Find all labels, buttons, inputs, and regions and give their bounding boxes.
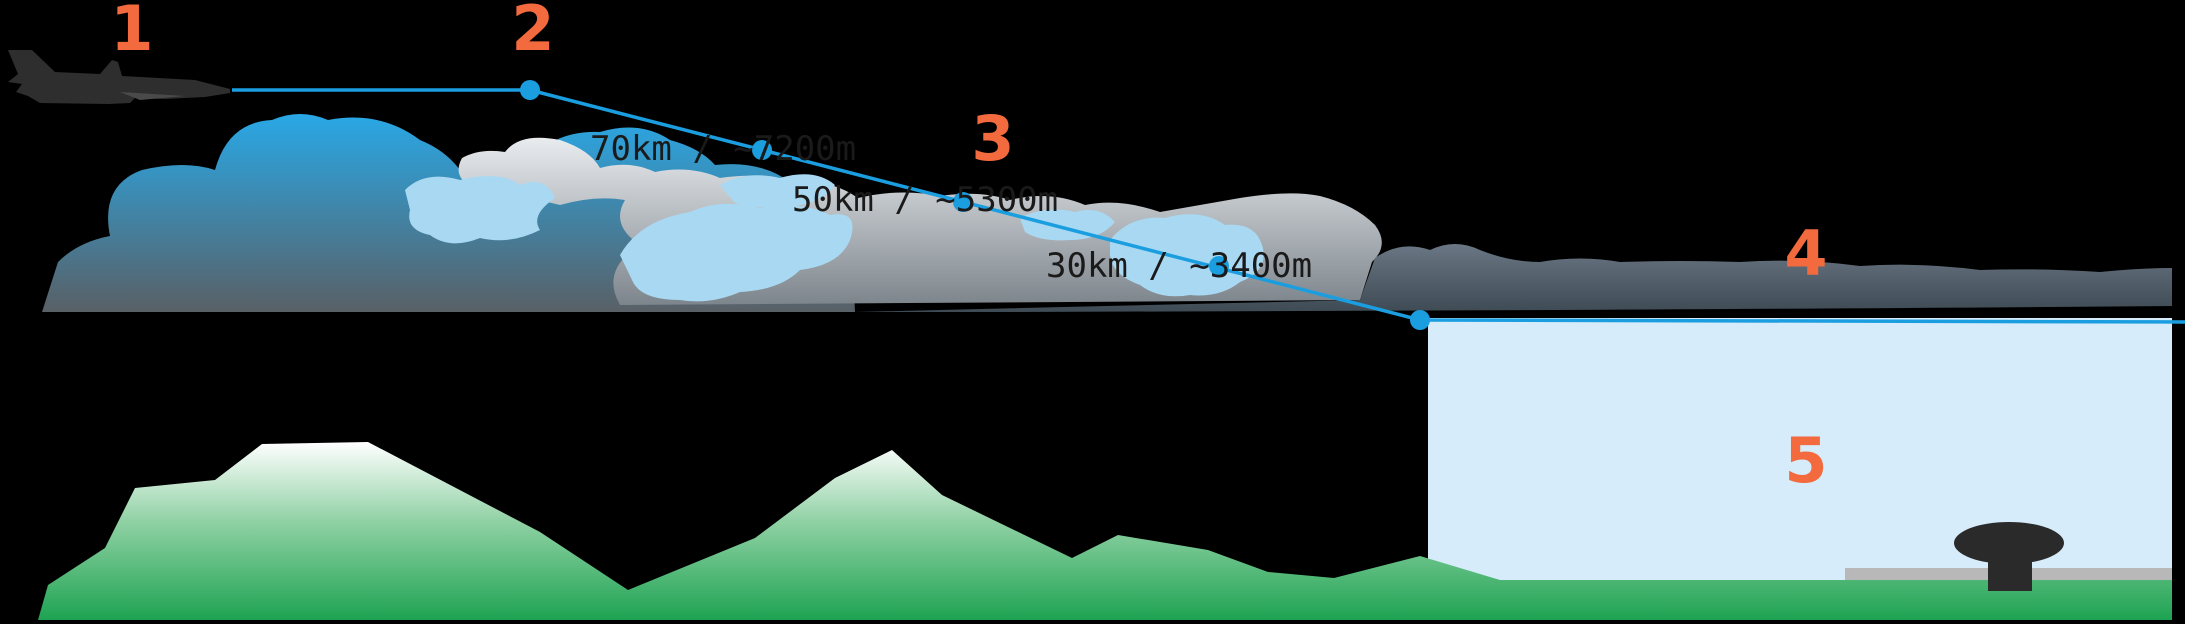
fighter-jet-icon <box>8 50 230 104</box>
radar-icon <box>1954 522 2064 591</box>
waypoint-label-30km: 30km / ~3400m <box>1046 246 1312 286</box>
step-number-1: 1 <box>110 0 153 65</box>
waypoint-marker <box>520 80 540 100</box>
step-number-4: 4 <box>1784 217 1827 290</box>
step-number-5: 5 <box>1784 424 1827 497</box>
waypoint-marker <box>1209 256 1229 276</box>
mountain-range <box>38 442 2172 620</box>
waypoint-label-70km: 70km / ~7200m <box>590 129 856 169</box>
waypoint-label-50km: 50km / ~5300m <box>792 180 1058 220</box>
step-number-2: 2 <box>511 0 554 65</box>
step-number-3: 3 <box>971 102 1014 175</box>
low-cloud-layer <box>855 244 2172 312</box>
light-cloud-puffs <box>405 174 1264 302</box>
waypoint-marker <box>752 140 772 160</box>
flight-path <box>232 88 2185 324</box>
waypoint-marker <box>1410 310 1430 330</box>
waypoint-marker <box>953 192 973 212</box>
